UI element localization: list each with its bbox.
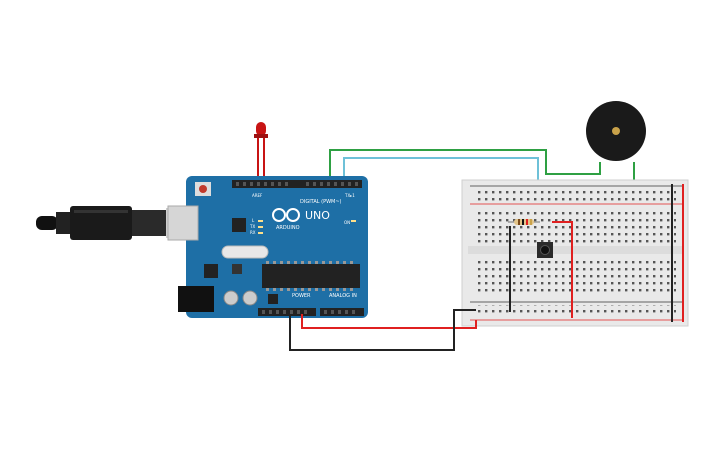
arduino-logo-icon (272, 208, 300, 222)
digital-label: DIGITAL (PWM~) (300, 199, 342, 205)
power-label: POWER (292, 293, 311, 299)
tx-label: TX (249, 224, 255, 229)
arduino-uno-board[interactable]: DIGITAL (PWM~) AREF TX▸1 L TX RX ARDUINO… (167, 176, 368, 318)
model-label: UNO (305, 209, 330, 222)
l-label: L (252, 218, 255, 223)
analog-label: ANALOG IN (329, 293, 357, 299)
usb-cable[interactable] (36, 206, 190, 240)
on-label: ON (344, 220, 350, 225)
reset-button (199, 185, 207, 193)
5v-red-wire[interactable] (301, 314, 477, 329)
breadboard[interactable] (461, 179, 689, 327)
gnd-black-wire[interactable] (289, 309, 476, 351)
brand-label: ARDUINO (276, 225, 300, 231)
resistor[interactable] (508, 219, 540, 225)
push-button[interactable] (537, 242, 553, 258)
txrx-label: TX▸1 (344, 193, 355, 198)
button-red-wire[interactable] (552, 221, 573, 318)
piezo-buzzer[interactable] (586, 101, 646, 161)
rx-label: RX (250, 230, 256, 235)
green-wire[interactable] (329, 149, 601, 184)
aref-label: AREF (252, 193, 263, 198)
red-led[interactable] (254, 122, 268, 182)
